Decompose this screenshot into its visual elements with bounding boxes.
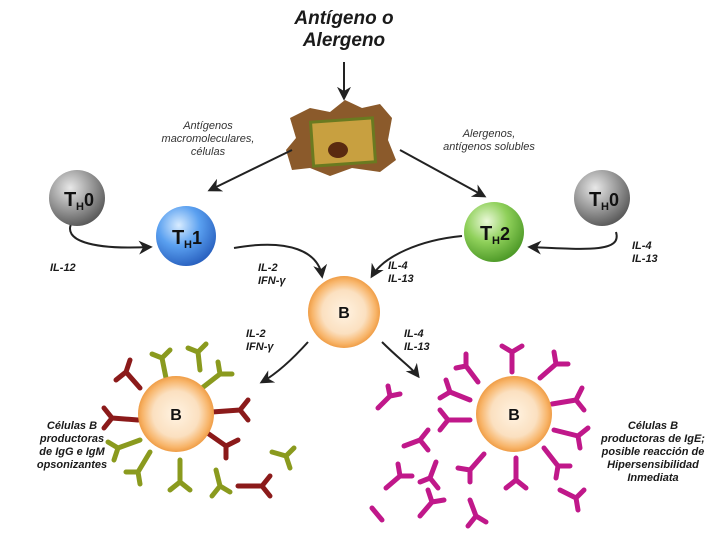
arrow-th1-to-b — [233, 243, 328, 279]
branch-left-label: Antígenos macromoleculares, células — [148, 120, 268, 159]
cytokine-th1-to-b-line-1: IL-2 — [258, 262, 278, 274]
antigen-shape — [286, 100, 396, 176]
arrow-b-to-left — [259, 341, 309, 384]
caption-left-line-3: de IgG e IgM — [39, 446, 105, 458]
th2-suffix: 2 — [500, 224, 510, 244]
cytokine-th0-right: IL-4 IL-13 — [632, 240, 658, 266]
th0-right-cell: T H 0 — [574, 170, 630, 226]
branch-left-line-2: macromoleculares, — [161, 133, 255, 145]
b-left-label: B — [170, 407, 182, 424]
cytokine-th1-to-b-line-2: IFN-γ — [258, 275, 286, 287]
b-cell-center: B — [308, 276, 380, 348]
cytokine-th0-right-line-1: IL-4 — [632, 240, 652, 252]
cytokine-th2-to-b: IL-4 IL-13 — [388, 260, 414, 286]
th0-left-cell: T H 0 — [49, 170, 105, 226]
th1-sub: H — [184, 239, 192, 251]
cytokine-th2-to-b-line-2: IL-13 — [388, 273, 414, 285]
caption-right-line-2: productoras de IgE; — [601, 433, 705, 445]
cytokine-th2-to-b-line-1: IL-4 — [388, 260, 408, 272]
title-line-1: Antígeno o — [294, 8, 394, 29]
th0-left-suffix: 0 — [84, 190, 94, 210]
caption-right-line-5: Inmediata — [627, 472, 679, 484]
branch-right-label: Alergenos, antígenos solubles — [424, 128, 554, 154]
arrow-th0-to-th1 — [69, 221, 153, 255]
th0-left-main: T — [64, 189, 76, 211]
th0-right-sub: H — [601, 201, 609, 213]
caption-right: Células B productoras de IgE; posible re… — [588, 420, 718, 485]
caption-right-line-4: Hipersensibilidad — [607, 459, 699, 471]
arrow-antigen-to-th1 — [207, 149, 293, 192]
caption-left-line-2: productoras — [39, 433, 105, 445]
arrow-b-to-right — [381, 341, 420, 379]
arrow-th0-to-th2 — [527, 231, 618, 255]
branch-left-line-3: células — [190, 146, 226, 158]
caption-right-line-3: posible reacción de — [601, 446, 705, 458]
title-line-2: Alergeno — [302, 30, 386, 51]
th1-main: T — [172, 227, 184, 249]
b-cell-right-group: B — [369, 343, 591, 529]
th0-right-main: T — [589, 189, 601, 211]
b-cell-left-group: B — [101, 341, 297, 499]
cytokine-b-to-left: IL-2 IFN-γ — [246, 328, 274, 354]
arrows — [69, 62, 618, 384]
b-center-label: B — [338, 305, 350, 322]
th1-cell: T H 1 — [156, 206, 216, 266]
th1-suffix: 1 — [192, 228, 202, 248]
cytokine-b-to-left-line-2: IFN-γ — [246, 341, 274, 353]
diagram-title: Antígeno o Alergeno — [264, 8, 424, 52]
th2-sub: H — [492, 235, 500, 247]
th0-left-sub: H — [76, 201, 84, 213]
branch-right-line-2: antígenos solubles — [443, 141, 535, 153]
arrow-antigen-to-th2 — [399, 149, 487, 198]
branch-right-line-1: Alergenos, — [462, 128, 516, 140]
caption-left: Células B productoras de IgG e IgM opson… — [24, 420, 120, 472]
cytokine-il12: IL-12 — [50, 262, 76, 274]
th2-cell: T H 2 — [464, 202, 524, 262]
cytokine-b-to-right-line-2: IL-13 — [404, 341, 430, 353]
cytokine-th1-to-b: IL-2 IFN-γ — [258, 262, 286, 288]
cytokine-b-to-right: IL-4 IL-13 — [404, 328, 430, 354]
th0-right-suffix: 0 — [609, 190, 619, 210]
antibodies-right — [369, 343, 591, 529]
cytokine-b-to-left-line-1: IL-2 — [246, 328, 266, 340]
caption-left-line-1: Células B — [46, 420, 98, 432]
caption-right-line-1: Células B — [627, 420, 679, 432]
cytokine-th0-right-line-2: IL-13 — [632, 253, 658, 265]
antibodies-left — [101, 341, 297, 499]
arrow-th2-to-b — [370, 235, 463, 279]
b-right-label: B — [508, 407, 520, 424]
th2-main: T — [480, 223, 492, 245]
branch-left-line-1: Antígenos — [183, 120, 233, 132]
caption-left-line-4: opsonizantes — [36, 459, 108, 471]
cytokine-b-to-right-line-1: IL-4 — [404, 328, 424, 340]
